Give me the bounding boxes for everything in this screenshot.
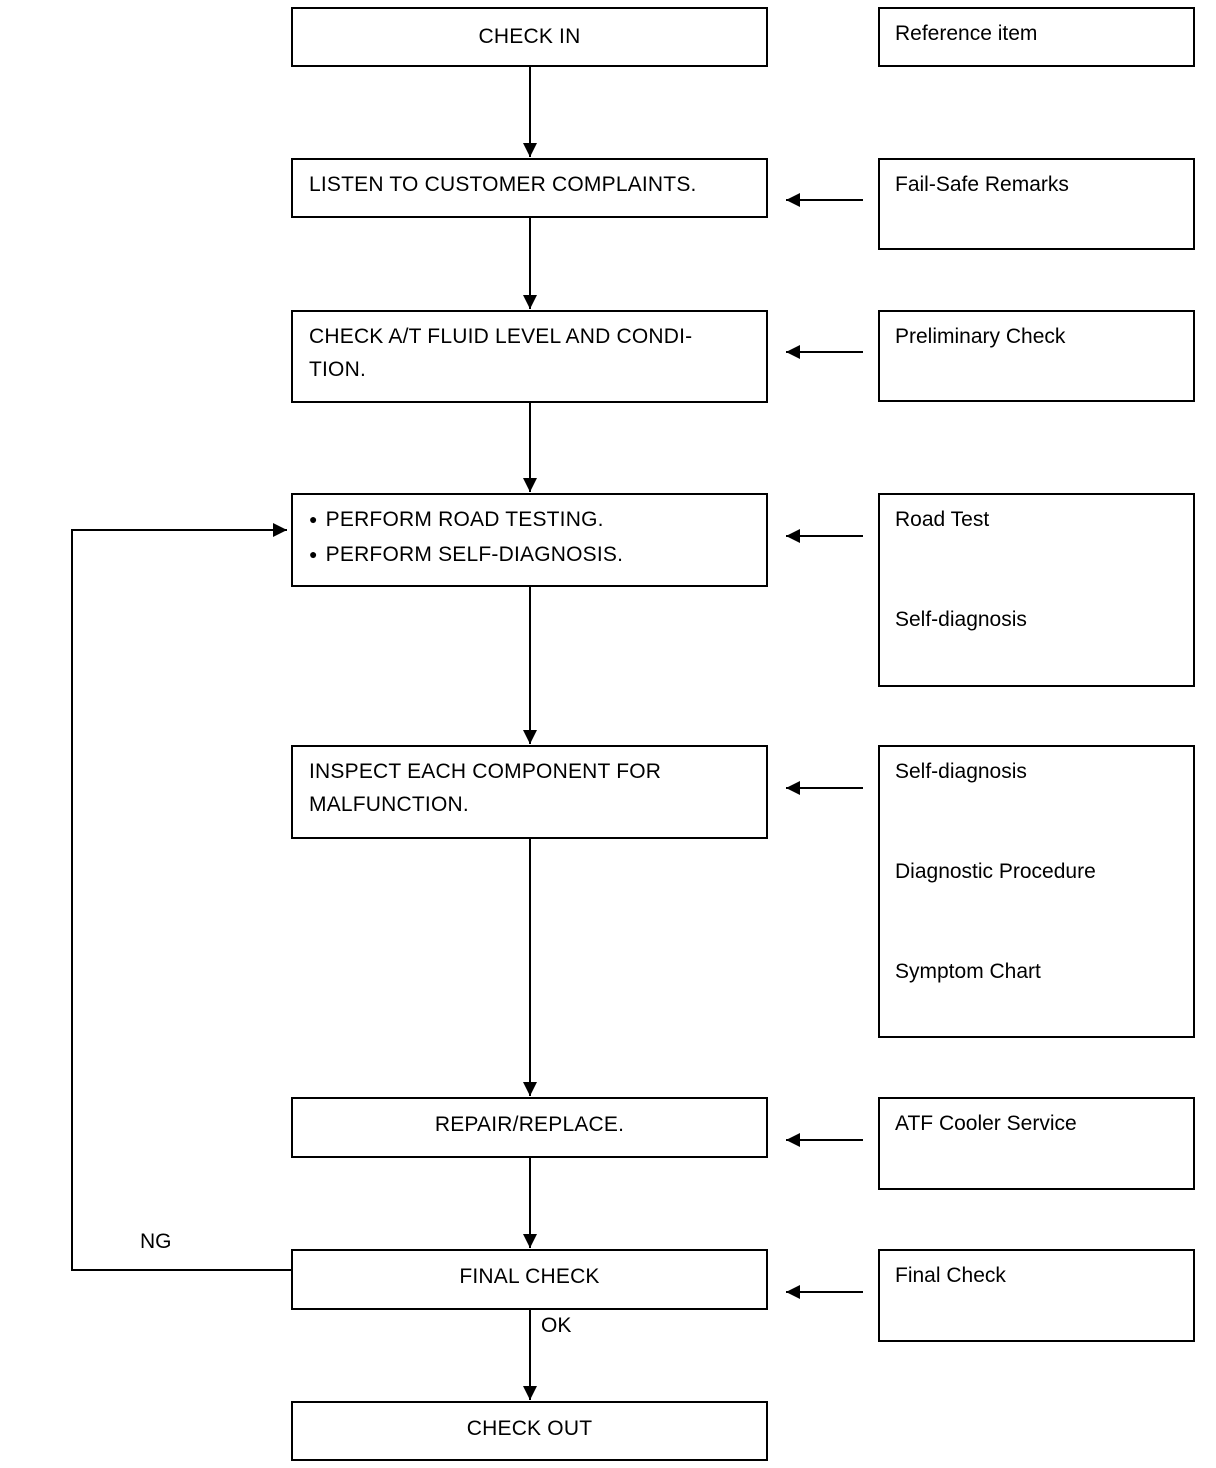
- step-road-test-item: PERFORM ROAD TESTING.: [309, 503, 750, 538]
- ref-road-self-diag: Road Test Self-diagnosis: [878, 493, 1195, 687]
- ref-final-check: Final Check: [878, 1249, 1195, 1342]
- ref-self-diag-2-label: Self-diagnosis: [895, 760, 1027, 783]
- step-inspect-line1: INSPECT EACH COMPONENT FOR: [309, 760, 662, 783]
- step-final-check-label: FINAL CHECK: [459, 1265, 600, 1288]
- ref-header: Reference item: [878, 7, 1195, 67]
- step-listen-label: LISTEN TO CUSTOMER COMPLAINTS.: [309, 173, 697, 196]
- ok-label: OK: [541, 1314, 572, 1337]
- ref-atf-cooler: ATF Cooler Service: [878, 1097, 1195, 1190]
- step-self-diag-item: PERFORM SELF-DIAGNOSIS.: [309, 538, 750, 573]
- step-final-check: FINAL CHECK: [291, 1249, 768, 1310]
- ref-preliminary-label: Preliminary Check: [895, 325, 1066, 348]
- self-diag-text: PERFORM SELF-DIAGNOSIS.: [325, 543, 624, 566]
- ref-inspect-group: Self-diagnosis Diagnostic Procedure Symp…: [878, 745, 1195, 1038]
- ng-loop-line: [71, 523, 292, 1271]
- step-fluid-line1: CHECK A/T FLUID LEVEL AND CONDI-: [309, 325, 693, 348]
- step-fluid-line2: TION.: [309, 358, 366, 381]
- step-fluid-check: CHECK A/T FLUID LEVEL AND CONDI- TION.: [291, 310, 768, 403]
- step-check-out-label: CHECK OUT: [466, 1417, 593, 1440]
- ref-final-check-label: Final Check: [895, 1264, 1006, 1287]
- ref-fail-safe: Fail-Safe Remarks: [878, 158, 1195, 250]
- step-inspect-line2: MALFUNCTION.: [309, 793, 469, 816]
- step-check-in-label: CHECK IN: [478, 25, 581, 48]
- ref-symptom-chart-label: Symptom Chart: [895, 960, 1041, 983]
- ref-self-diag-1-label: Self-diagnosis: [895, 608, 1027, 631]
- step-repair-label: REPAIR/REPLACE.: [434, 1113, 625, 1136]
- step-check-in: CHECK IN: [291, 7, 768, 67]
- step-repair: REPAIR/REPLACE.: [291, 1097, 768, 1158]
- step-check-out: CHECK OUT: [291, 1401, 768, 1461]
- ref-road-test-label: Road Test: [895, 508, 990, 531]
- ref-diag-procedure-label: Diagnostic Procedure: [895, 860, 1096, 883]
- step-listen: LISTEN TO CUSTOMER COMPLAINTS.: [291, 158, 768, 218]
- ref-preliminary: Preliminary Check: [878, 310, 1195, 402]
- ref-atf-cooler-label: ATF Cooler Service: [895, 1112, 1077, 1135]
- ref-header-label: Reference item: [895, 22, 1038, 45]
- step-inspect: INSPECT EACH COMPONENT FOR MALFUNCTION.: [291, 745, 768, 839]
- step-road-self-diag: PERFORM ROAD TESTING. PERFORM SELF-DIAGN…: [291, 493, 768, 587]
- ref-fail-safe-label: Fail-Safe Remarks: [895, 173, 1069, 196]
- ng-label: NG: [140, 1230, 172, 1253]
- road-test-text: PERFORM ROAD TESTING.: [325, 508, 604, 531]
